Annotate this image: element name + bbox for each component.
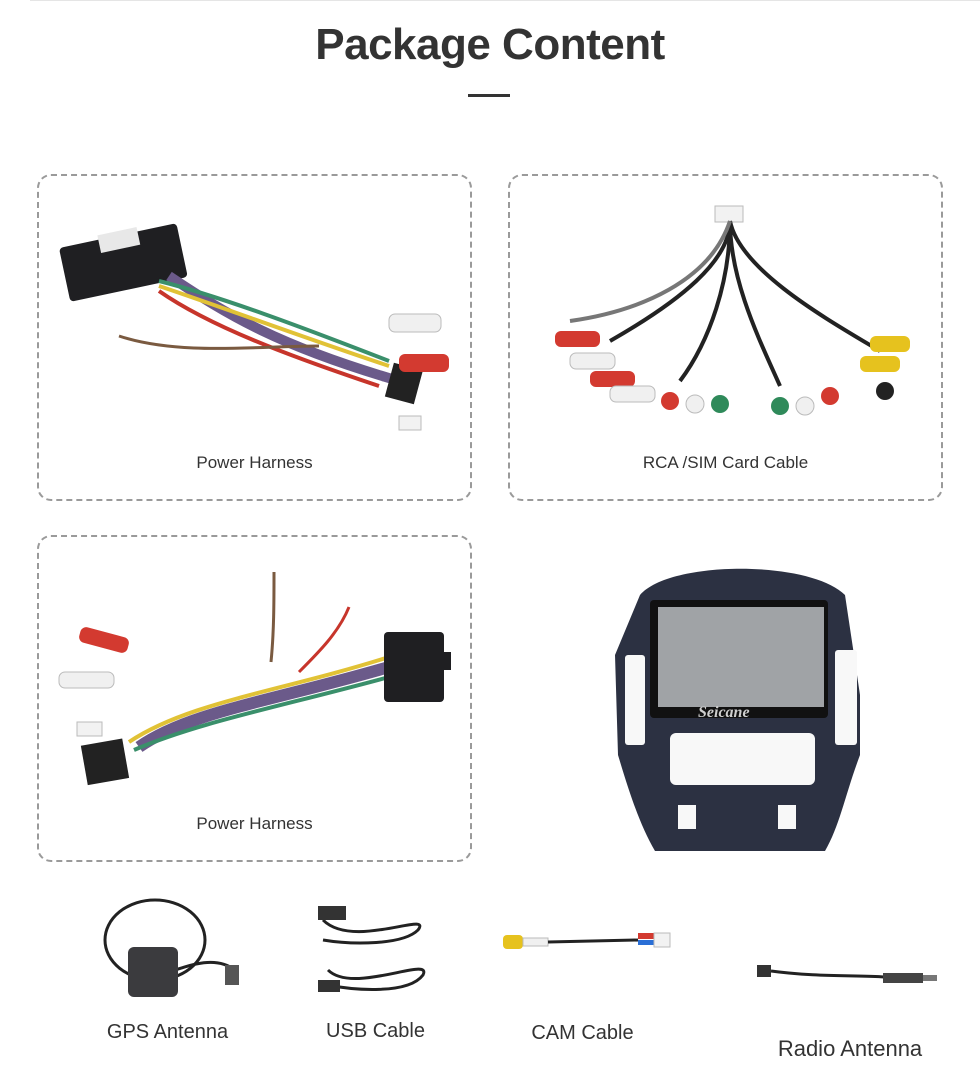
top-divider bbox=[30, 0, 980, 1]
item-label: GPS Antenna bbox=[106, 1021, 229, 1043]
item-label: Power Harness bbox=[196, 814, 313, 833]
item-card-power-harness-2: Power Harness bbox=[37, 535, 472, 862]
head-unit-image: Seicane bbox=[615, 568, 860, 851]
radio-antenna-image bbox=[757, 965, 937, 983]
item-label: RCA /SIM Card Cable bbox=[642, 453, 809, 472]
cam-cable-image bbox=[503, 932, 671, 949]
page-title: Package Content bbox=[315, 20, 665, 69]
item-card-rca-sim-cable: RCA /SIM Card Cable bbox=[508, 174, 943, 501]
item-label: Power Harness bbox=[196, 453, 313, 472]
gps-antenna-image bbox=[103, 898, 239, 997]
item-card-power-harness-1: Power Harness bbox=[37, 174, 472, 501]
item-label: CAM Cable bbox=[531, 1022, 634, 1044]
brand-logo: Seicane bbox=[698, 704, 750, 721]
item-label: Radio Antenna bbox=[777, 1036, 923, 1061]
power-harness-image bbox=[59, 223, 449, 431]
item-label: USB Cable bbox=[326, 1020, 425, 1042]
title-underline bbox=[468, 94, 510, 97]
power-harness-image bbox=[58, 571, 451, 786]
usb-cable-image bbox=[318, 906, 426, 992]
rca-cable-image bbox=[555, 205, 910, 416]
